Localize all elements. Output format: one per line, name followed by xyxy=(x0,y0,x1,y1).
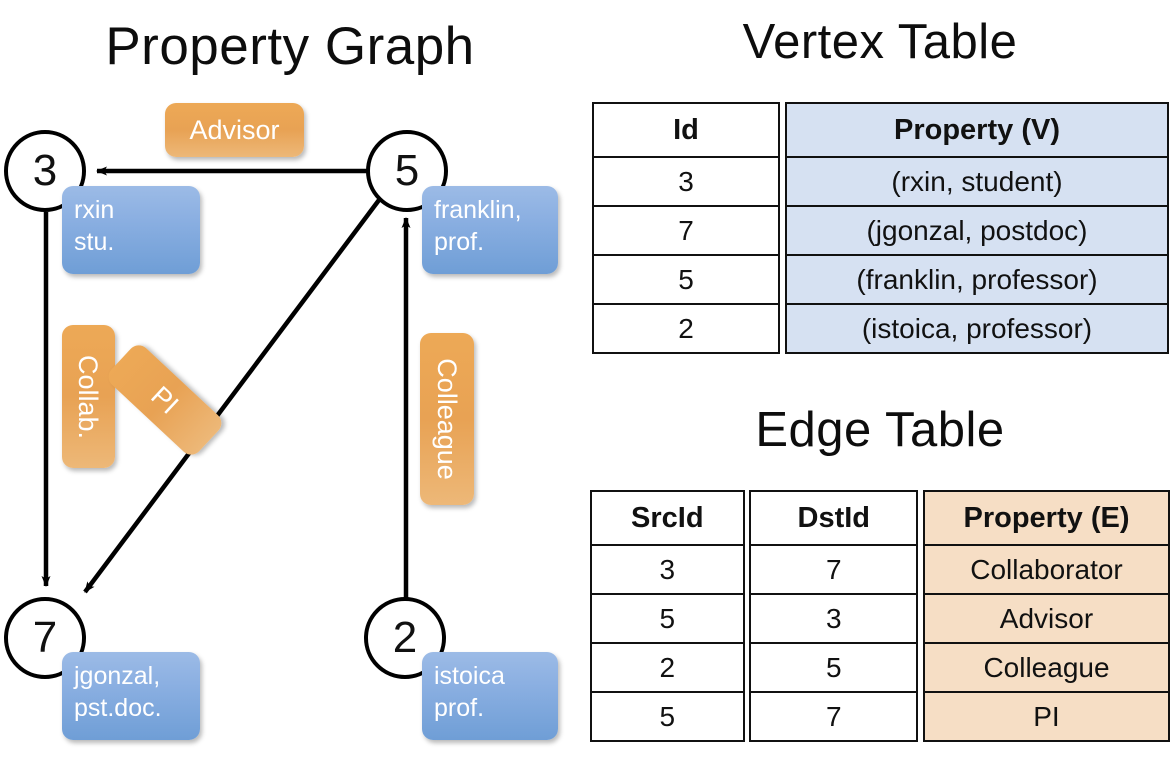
edge-arrow-pi xyxy=(83,198,381,594)
vertex-row-2-property: (franklin, professor) xyxy=(785,254,1169,305)
edge-row-1-gap-1 xyxy=(743,594,751,643)
table-row: 5 7 PI xyxy=(590,691,1170,742)
node-property-bubble-istoica: istoica prof. xyxy=(422,652,558,740)
table-row: 7 (jgonzal, postdoc) xyxy=(592,205,1169,256)
edge-table-header-srcid: SrcId xyxy=(590,490,745,546)
edge-row-2-src: 2 xyxy=(590,642,745,693)
node-property-jgonzal-line2: pst.doc. xyxy=(74,694,162,722)
vertex-row-3-id: 2 xyxy=(592,303,780,354)
node-property-istoica-line2: prof. xyxy=(434,694,485,722)
edge-row-2-gap-2 xyxy=(917,643,924,692)
edge-row-2-property: Colleague xyxy=(922,642,1170,693)
edge-row-1-dst: 3 xyxy=(749,593,919,644)
node-property-bubble-franklin: franklin, prof. xyxy=(422,186,558,274)
table-row: 2 (istoica, professor) xyxy=(592,303,1169,354)
graph-node-7-label: 7 xyxy=(32,613,58,662)
table-row: 3 (rxin, student) xyxy=(592,156,1169,207)
vertex-row-1-property: (jgonzal, postdoc) xyxy=(785,205,1169,256)
edge-label-collab-text: Collab. xyxy=(73,354,104,439)
edge-row-0-dst: 7 xyxy=(749,544,919,595)
graph-node-5[interactable]: 5 xyxy=(366,130,448,212)
vertex-row-0-property: (rxin, student) xyxy=(785,156,1169,207)
vertex-table-column-gap xyxy=(779,103,786,157)
edge-table: SrcId DstId Property (E) 3 7 Collaborato… xyxy=(590,490,1170,742)
graph-node-5-label: 5 xyxy=(394,146,420,195)
vertex-table-header-row: Id Property (V) xyxy=(592,102,1169,158)
edge-row-0-src: 3 xyxy=(590,544,745,595)
table-row: 2 5 Colleague xyxy=(590,642,1170,693)
edge-row-3-gap-2 xyxy=(917,692,924,741)
edge-label-collab: Collab. xyxy=(62,325,115,468)
edge-row-0-gap-1 xyxy=(743,545,751,594)
edge-row-3-dst: 7 xyxy=(749,691,919,742)
vertex-table: Id Property (V) 3 (rxin, student) 7 (jgo… xyxy=(592,102,1169,354)
graph-node-3-label: 3 xyxy=(32,146,58,195)
edge-row-3-src: 5 xyxy=(590,691,745,742)
property-graph-diagram: 3 5 7 2 rxin stu. franklin, prof. jgonza… xyxy=(0,0,580,760)
node-property-bubble-jgonzal: jgonzal, pst.doc. xyxy=(62,652,200,740)
page-title-property-graph: Property Graph xyxy=(105,17,475,76)
edge-table-gap-2 xyxy=(917,491,924,545)
edge-row-1-src: 5 xyxy=(590,593,745,644)
vertex-row-0-gap xyxy=(779,157,786,206)
edge-label-pi-text: PI xyxy=(145,380,185,420)
edge-label-advisor: Advisor xyxy=(165,103,304,157)
edge-row-0-property: Collaborator xyxy=(922,544,1170,595)
table-row: 5 (franklin, professor) xyxy=(592,254,1169,305)
vertex-row-1-id: 7 xyxy=(592,205,780,256)
graph-node-2[interactable]: 2 xyxy=(364,597,446,679)
node-property-franklin-line1: franklin, xyxy=(434,196,522,224)
edge-row-2-gap-1 xyxy=(743,643,751,692)
edge-table-gap-1 xyxy=(743,491,751,545)
graph-edge-arrows xyxy=(41,166,411,600)
graph-node-2-label: 2 xyxy=(392,613,418,662)
page-title-vertex-table: Vertex Table xyxy=(742,15,1018,69)
node-property-rxin-line2: stu. xyxy=(74,228,115,256)
edge-label-colleague-text: Colleague xyxy=(432,358,462,480)
edge-label-advisor-text: Advisor xyxy=(189,115,280,145)
node-property-jgonzal-line1: jgonzal, xyxy=(74,662,161,690)
vertex-table-header-id: Id xyxy=(592,102,780,158)
table-row: 3 7 Collaborator xyxy=(590,544,1170,595)
edge-label-colleague: Colleague xyxy=(420,333,474,505)
edge-row-0-gap-2 xyxy=(917,545,924,594)
edge-row-1-gap-2 xyxy=(917,594,924,643)
node-property-rxin-line1: rxin xyxy=(74,196,115,224)
edge-row-3-gap-1 xyxy=(743,692,751,741)
edge-row-2-dst: 5 xyxy=(749,642,919,693)
vertex-row-2-id: 5 xyxy=(592,254,780,305)
edge-table-header-row: SrcId DstId Property (E) xyxy=(590,490,1170,546)
vertex-table-header-property: Property (V) xyxy=(785,102,1169,158)
table-row: 5 3 Advisor xyxy=(590,593,1170,644)
page-title-edge-table: Edge Table xyxy=(755,403,1005,457)
edge-row-1-property: Advisor xyxy=(922,593,1170,644)
edge-table-header-dstid: DstId xyxy=(749,490,919,546)
vertex-row-1-gap xyxy=(779,206,786,255)
vertex-row-0-id: 3 xyxy=(592,156,780,207)
node-property-franklin-line2: prof. xyxy=(434,228,485,256)
node-property-istoica-line1: istoica xyxy=(434,662,505,690)
vertex-row-2-gap xyxy=(779,255,786,304)
vertex-row-3-gap xyxy=(779,304,786,353)
vertex-row-3-property: (istoica, professor) xyxy=(785,303,1169,354)
edge-table-header-property: Property (E) xyxy=(922,490,1170,546)
edge-row-3-property: PI xyxy=(922,691,1170,742)
node-property-bubble-rxin: rxin stu. xyxy=(62,186,200,274)
